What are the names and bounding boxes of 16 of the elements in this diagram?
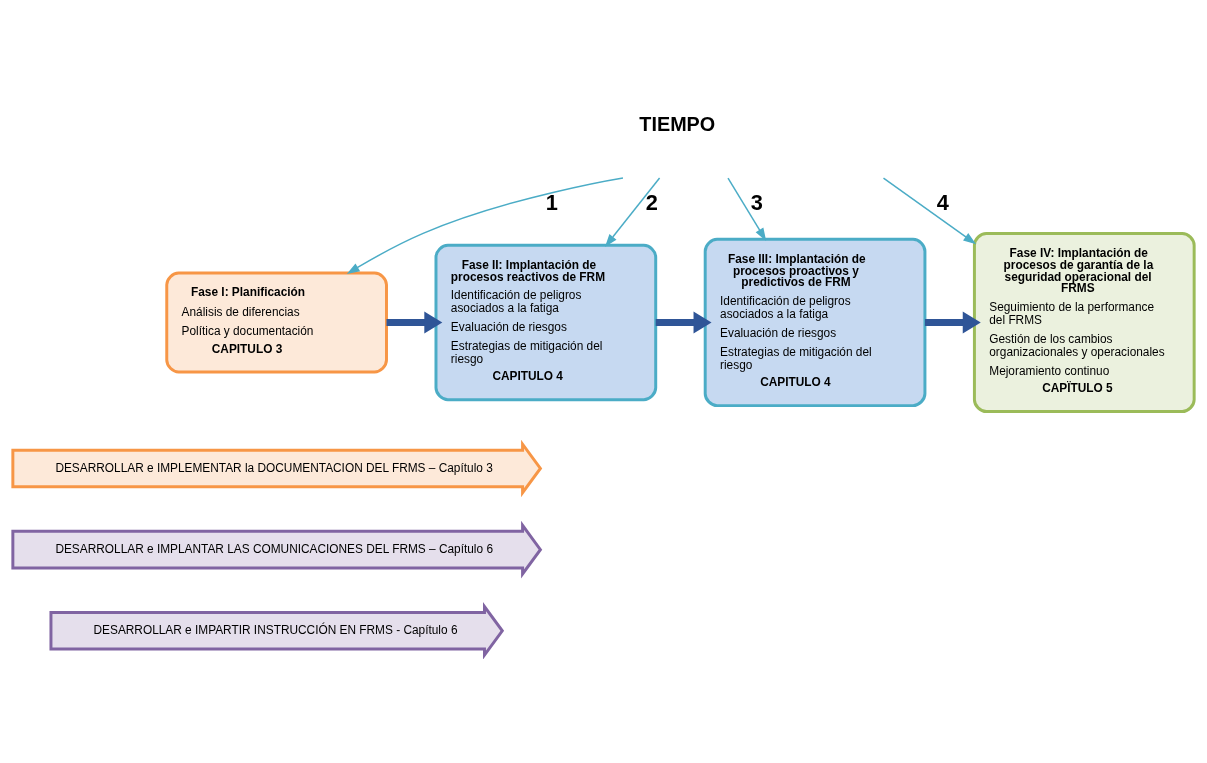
arrow: [604, 176, 661, 247]
node-box: Fase III: Implantación de procesos proactivos y predictivos de FRM Identificación de peligros asociados a la fatiga Evaluación de riesgos Estrategias de mitigación del riesgo CAPITULO 4: [703, 237, 927, 407]
arrow: [727, 176, 767, 241]
arrow: [655, 310, 712, 333]
node-box: Fase II: Implantación de procesos reactivos de FRM Identificación de peligros asociados a la fatiga Evaluación de riesgos Estrategias de mitigación del riesgo CAPITULO 4: [434, 243, 658, 401]
edge-label: 4: [936, 189, 949, 215]
arrow: [882, 176, 977, 244]
arrow: [924, 310, 981, 333]
edge-label: 2: [645, 189, 658, 215]
arrow: [386, 310, 443, 333]
edge-label: 1: [545, 189, 558, 215]
edge-label: 3: [750, 189, 763, 215]
node-box: Fase IV: Implantación de procesos de garantía de la seguridad operacional del FRMS Seguimiento de la performance del FRMS Gestión de los cambios organizacionales y operacionales Mejoramiento continuo CAPÏTULO 5: [972, 231, 1196, 413]
label: TIEMPO: [639, 112, 716, 135]
node-box: Fase I: Planificación Análisis de diferencias Política y documentación CAPITULO 3: [165, 271, 388, 373]
arrow: [346, 176, 624, 274]
